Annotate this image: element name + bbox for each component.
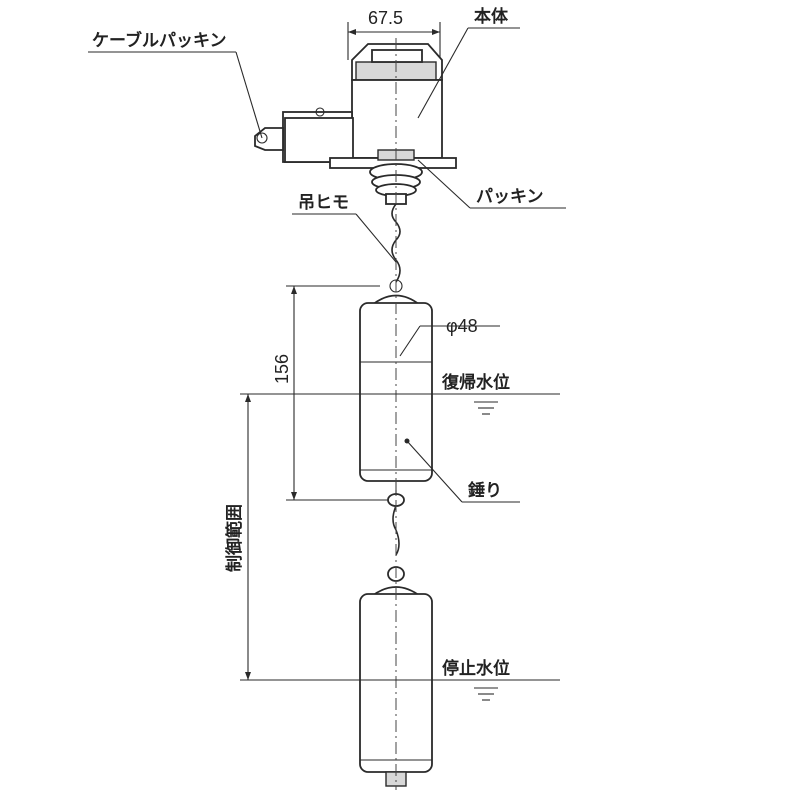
label-hanging-cord: 吊ヒモ [298, 193, 349, 212]
label-weight: 錘り [468, 480, 502, 500]
label-packing: パッキン [476, 187, 544, 206]
dim-weight-length: 156 [272, 285, 388, 501]
label-main-body: 本体 [474, 6, 509, 26]
cable-packing-part [254, 127, 284, 151]
dim-length-label: 156 [272, 354, 292, 384]
label-return-level: 復帰水位 [441, 372, 510, 392]
label-cable-packing: ケーブルパッキン [92, 30, 226, 50]
main-body: 67.5 [254, 8, 457, 205]
label-control-range: 制御範囲 [224, 504, 244, 572]
dim-width-label: 67.5 [368, 8, 403, 28]
label-stop-level: 停止水位 [442, 658, 510, 678]
dim-control-range: 制御範囲 [224, 394, 251, 680]
